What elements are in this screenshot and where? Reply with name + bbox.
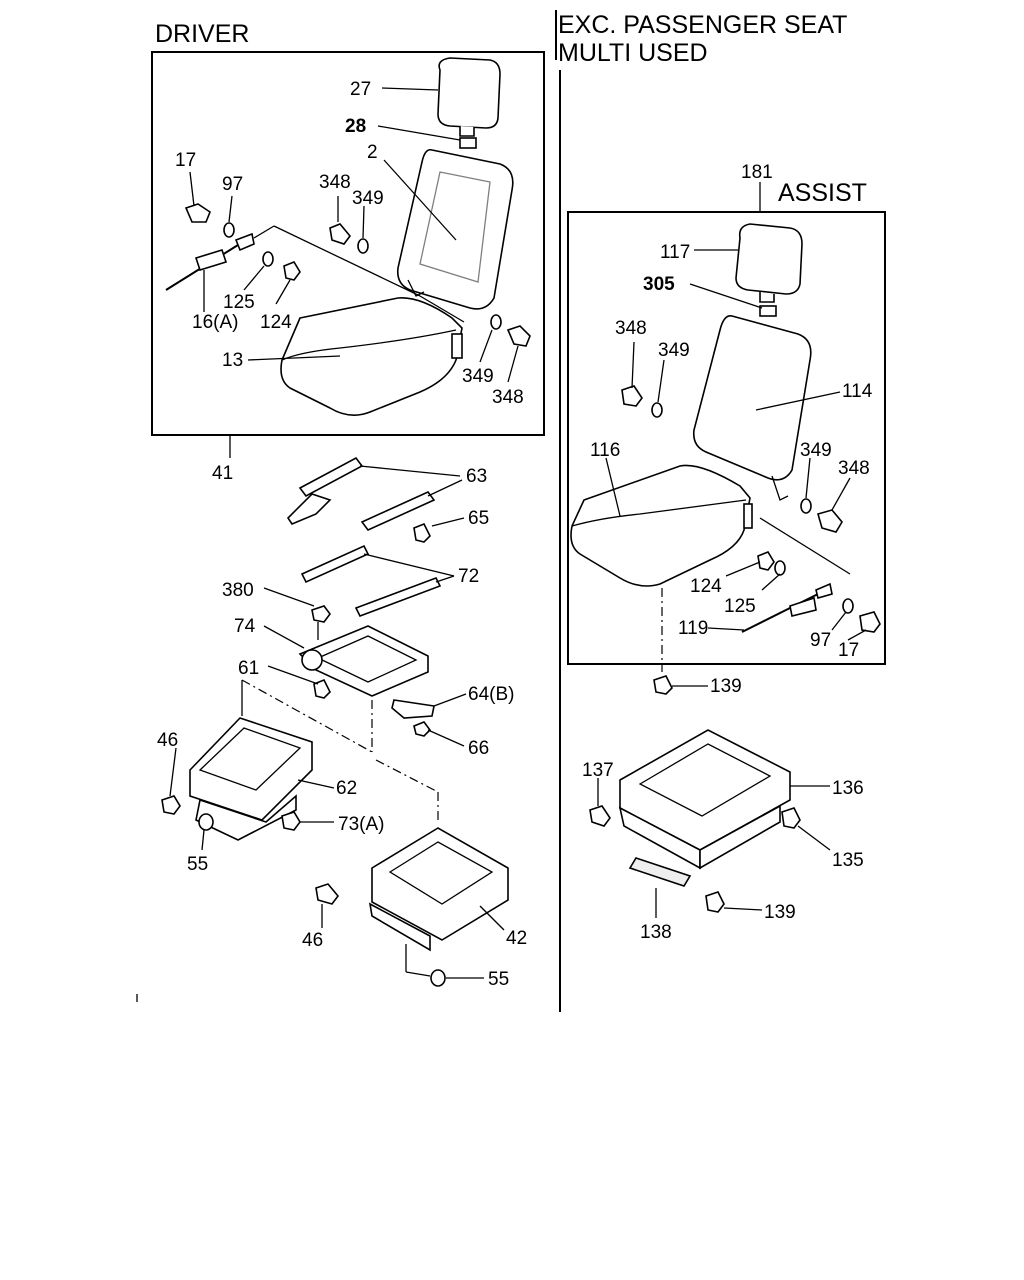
driver-seat-box	[151, 51, 545, 436]
lever-16a	[165, 232, 255, 291]
callout-d-46b: 46	[302, 930, 323, 951]
guide-28	[459, 137, 477, 149]
headrest-27	[437, 57, 501, 137]
callout-d-125: 125	[223, 292, 255, 313]
assist-fasteners	[621, 385, 881, 633]
callout-d-380: 380	[222, 580, 254, 601]
callout-d-74: 74	[234, 616, 256, 637]
callout-d-27: 27	[350, 79, 371, 100]
callout-d-73a: 73(A)	[338, 814, 384, 835]
mechanism-62	[189, 717, 313, 841]
callout-a-305: 305	[643, 274, 675, 295]
bolt-137	[589, 805, 611, 827]
callout-a-136: 136	[832, 778, 864, 799]
callout-a-137: 137	[582, 760, 614, 781]
callout-a-138: 138	[640, 922, 672, 943]
callout-a-97: 97	[810, 630, 831, 651]
bolt-46a	[161, 795, 181, 815]
clip-135	[781, 807, 801, 829]
callout-d-2: 2	[367, 142, 378, 163]
assist-lower-leaders	[597, 778, 831, 918]
callout-a-349b: 349	[800, 440, 832, 461]
callout-d-348a: 348	[319, 172, 351, 193]
exc-heading-line2: MULTI USED	[558, 39, 708, 67]
callout-d-61: 61	[238, 658, 259, 679]
seat-back-2	[396, 148, 514, 310]
nut-380	[311, 605, 331, 623]
bolt-139a	[653, 675, 673, 695]
callout-d-65: 65	[468, 508, 489, 529]
callout-d-124: 124	[260, 312, 292, 333]
base-42	[368, 827, 509, 952]
nut-55a	[198, 813, 214, 831]
callout-a-119: 119	[678, 618, 708, 639]
bracket-64b	[391, 699, 435, 719]
seat-cushion-13	[280, 297, 463, 416]
callout-a-116: 116	[590, 440, 620, 461]
bolt-65	[413, 522, 431, 543]
callout-a-348b: 348	[838, 458, 870, 479]
callout-a-181: 181	[741, 162, 773, 183]
callout-a-125: 125	[724, 596, 756, 617]
callout-d-42: 42	[506, 928, 527, 949]
spacer-73a	[281, 811, 301, 831]
callout-a-117: 117	[660, 242, 690, 263]
driver-lower-leaders	[169, 465, 505, 979]
assist-heading: ASSIST	[778, 179, 867, 207]
callout-d-349b: 349	[462, 366, 494, 387]
driver-leaders	[189, 87, 519, 458]
headrest-117	[735, 223, 803, 303]
callout-a-348a: 348	[615, 318, 647, 339]
callout-d-348b: 348	[492, 387, 524, 408]
callout-a-114: 114	[842, 381, 873, 402]
rail-63	[286, 456, 436, 531]
callout-d-41: 41	[212, 463, 233, 484]
driver-lower-assembly-lines	[241, 622, 439, 977]
callout-d-64b: 64(B)	[468, 684, 514, 705]
callout-a-124: 124	[690, 576, 722, 597]
guide-305	[759, 305, 777, 317]
callout-a-135: 135	[832, 850, 864, 871]
frame-74	[298, 625, 429, 697]
bolt-139b	[705, 891, 725, 913]
base-box-136	[618, 729, 791, 870]
nut-66	[413, 721, 432, 737]
driver-fasteners	[184, 203, 531, 347]
bolt-46b	[315, 883, 340, 905]
callout-d-62: 62	[336, 778, 357, 799]
callout-d-349a: 349	[352, 188, 384, 209]
lever-119	[741, 582, 833, 633]
bolt-61	[313, 678, 331, 699]
callout-a-17: 17	[838, 640, 859, 661]
slider-72	[300, 544, 442, 618]
strip-138	[628, 857, 692, 887]
callout-d-63: 63	[466, 466, 487, 487]
callout-d-97: 97	[222, 174, 243, 195]
callout-d-46a: 46	[157, 730, 178, 751]
callout-d-55b: 55	[488, 969, 509, 990]
callout-d-66: 66	[468, 738, 489, 759]
callout-d-16a: 16(A)	[192, 312, 238, 333]
callout-d-17: 17	[175, 150, 196, 171]
nut-55b	[430, 969, 446, 987]
callout-a-139a: 139	[710, 676, 742, 697]
driver-heading: DRIVER	[155, 20, 249, 48]
seat-back-114	[692, 314, 812, 501]
assist-assembly-1	[759, 517, 851, 575]
assist-leaders	[605, 249, 867, 641]
callout-d-28: 28	[345, 116, 366, 137]
callout-a-139b: 139	[764, 902, 796, 923]
assist-seat-box	[567, 211, 886, 665]
callout-a-349a: 349	[658, 340, 690, 361]
exc-heading-line1: EXC. PASSENGER SEAT	[558, 11, 847, 39]
seat-cushion-116	[570, 464, 753, 587]
callout-d-72: 72	[458, 566, 479, 587]
callout-d-55a: 55	[187, 854, 208, 875]
callout-d-13: 13	[222, 350, 243, 371]
